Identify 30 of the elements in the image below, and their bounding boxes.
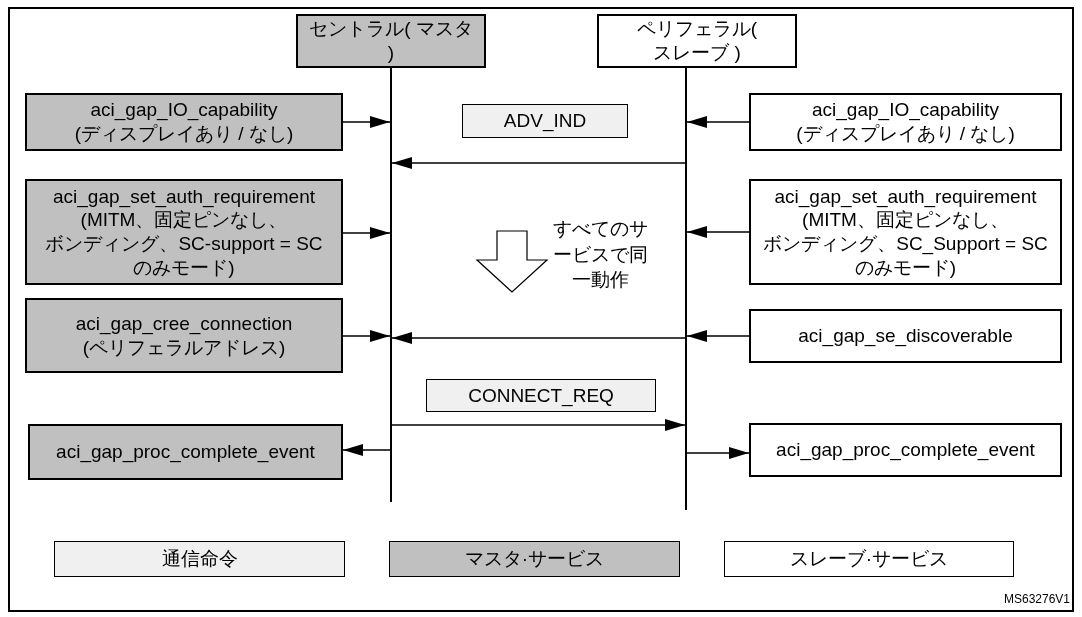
service-box: aci_gap_se_discoverable — [749, 309, 1062, 363]
lifeline — [390, 68, 392, 502]
arrow — [342, 116, 391, 128]
legend-item: 通信命令 — [54, 541, 345, 577]
note-text: すべてのサービスで同一動作 — [551, 217, 649, 293]
figure-id: MS63276V1 — [1002, 592, 1070, 606]
message-label: CONNECT_REQ — [426, 379, 656, 412]
arrow — [391, 332, 686, 344]
message-label: ADV_IND — [462, 104, 628, 138]
lifeline-header: ペリフェラル( スレーブ ) — [597, 14, 797, 68]
arrow — [391, 419, 686, 431]
service-box: aci_gap_cree_connection (ペリフェラルアドレス) — [25, 298, 343, 373]
arrow — [686, 116, 750, 128]
lifeline — [685, 68, 687, 510]
service-box: aci_gap_set_auth_requirement (MITM、固定ピンなし、ボンディング、SC-support = SC のみモード) — [25, 179, 343, 285]
service-box: aci_gap_proc_complete_event — [28, 424, 343, 480]
arrow — [686, 226, 750, 238]
service-box: aci_gap_IO_capability (ディスプレイあり / なし) — [749, 93, 1062, 151]
arrow — [342, 227, 391, 239]
legend-item: スレーブ·サービス — [724, 541, 1014, 577]
arrow — [686, 447, 750, 459]
arrow — [686, 330, 750, 342]
arrow — [342, 330, 391, 342]
arrow — [391, 157, 686, 169]
legend-item: マスタ·サービス — [389, 541, 680, 577]
service-box: aci_gap_set_auth_requirement (MITM、固定ピンなし、ボンディング、SC_Support = SC のみモード) — [749, 179, 1062, 285]
service-box: aci_gap_IO_capability (ディスプレイあり / なし) — [25, 93, 343, 151]
service-box: aci_gap_proc_complete_event — [749, 423, 1062, 477]
arrow — [342, 444, 391, 456]
lifeline-header: セントラル( マスタ ) — [296, 14, 486, 68]
